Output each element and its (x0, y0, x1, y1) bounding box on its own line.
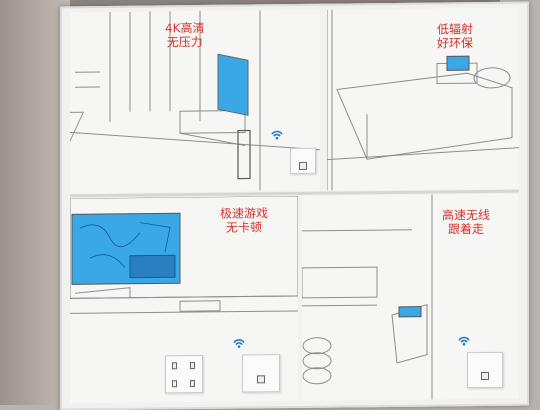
wall-plate (467, 352, 503, 388)
caption-gaming: 极速游戏 无卡顿 (220, 206, 268, 235)
caption-line-1: 低辐射 (437, 22, 473, 36)
outlet-slot (172, 380, 177, 387)
power-outlet (165, 355, 203, 393)
caption-line-1: 4K高清 (165, 21, 205, 35)
wall-plate (290, 148, 316, 174)
product-box-panel: 4K高清 无压力 低辐射 好环保 (60, 2, 529, 410)
caption-line-2: 无卡顿 (220, 220, 268, 235)
caption-living-room: 4K高清 无压力 (165, 21, 205, 49)
caption-line-1: 极速游戏 (220, 206, 268, 221)
wall-plate (242, 354, 280, 392)
tablet (447, 56, 469, 70)
scene-gaming: 极速游戏 无卡顿 (70, 196, 298, 403)
scene-bathroom: 高速无线 跟着走 (302, 194, 519, 401)
caption-bedroom: 低辐射 好环保 (437, 22, 473, 50)
wifi-icon (232, 337, 246, 349)
tv-screen (218, 54, 248, 115)
outlet-slot (190, 362, 195, 369)
ethernet-port-icon (257, 375, 265, 383)
ethernet-port-icon (299, 162, 307, 170)
caption-line-2: 好环保 (437, 36, 473, 50)
smart-toilet-panel (399, 307, 421, 317)
outlet-slot (190, 380, 195, 387)
ethernet-port-icon (481, 372, 489, 380)
wifi-icon (457, 334, 471, 346)
outlet-slot (172, 362, 177, 369)
caption-line-2: 无压力 (165, 35, 205, 49)
scene-living-room: 4K高清 无压力 (70, 10, 320, 194)
caption-line-2: 跟着走 (442, 222, 490, 237)
scene-bedroom: 低辐射 好环保 (327, 8, 519, 191)
wifi-icon (270, 128, 284, 140)
caption-bathroom: 高速无线 跟着走 (442, 208, 490, 237)
caption-line-1: 高速无线 (442, 208, 490, 223)
bedroom-drawing (327, 8, 519, 191)
